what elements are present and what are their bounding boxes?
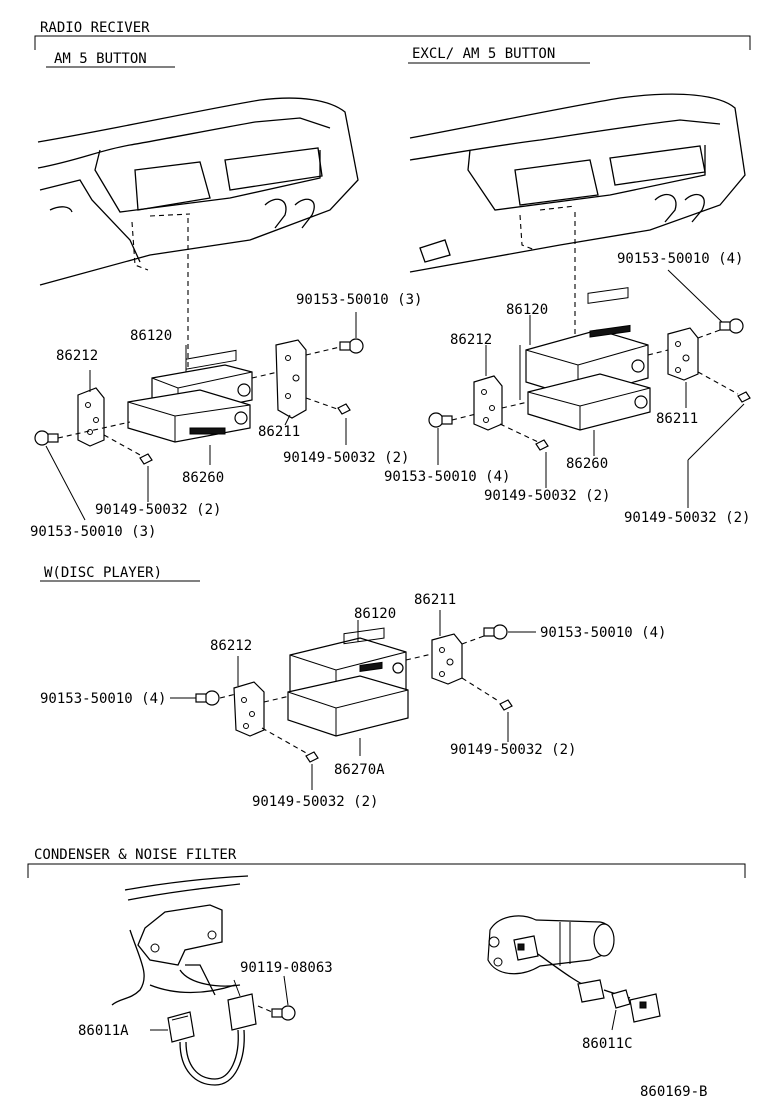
- label-86212-right: 86212: [450, 332, 492, 348]
- drawing-number: 860169-B: [640, 1084, 707, 1100]
- section-title-am5: AM 5 BUTTON: [54, 51, 147, 67]
- label-90153-50010-3-top: 90153-50010 (3): [296, 292, 422, 308]
- label-86260-right: 86260: [566, 456, 608, 472]
- label-86260-left: 86260: [182, 470, 224, 486]
- label-90153-50010-4-disc-left: 90153-50010 (4): [40, 691, 166, 707]
- label-90119-08063: 90119-08063: [240, 960, 333, 976]
- disc-player-assembly: [170, 610, 536, 790]
- radio-assembly-right: [428, 212, 751, 508]
- label-90153-50010-4-right-top: 90153-50010 (4): [617, 251, 743, 267]
- label-86212-disc: 86212: [210, 638, 252, 654]
- dashboard-left: [37, 97, 359, 286]
- label-86211-right: 86211: [656, 411, 698, 427]
- radio-assembly-left: [34, 218, 364, 521]
- section-title-disc-player: W(DISC PLAYER): [44, 565, 162, 581]
- label-90149-50032-2-right-a: 90149-50032 (2): [484, 488, 610, 504]
- label-90153-50010-4-disc-right: 90153-50010 (4): [540, 625, 666, 641]
- section-bracket-condenser: [27, 863, 746, 878]
- section-title-condenser: CONDENSER & NOISE FILTER: [34, 847, 237, 863]
- label-86211-disc: 86211: [414, 592, 456, 608]
- label-86011A: 86011A: [78, 1023, 129, 1039]
- label-90149-50032-2-right-b: 90149-50032 (2): [624, 510, 750, 526]
- wiper-motor-right: [487, 915, 661, 1031]
- label-90149-50032-2-left-a: 90149-50032 (2): [283, 450, 409, 466]
- label-86120-left: 86120: [130, 328, 172, 344]
- label-86120-disc: 86120: [354, 606, 396, 622]
- label-86211-left: 86211: [258, 424, 300, 440]
- condenser-left: [111, 875, 296, 1086]
- label-86011C: 86011C: [582, 1036, 633, 1052]
- section-title-excl-am5: EXCL/ AM 5 BUTTON: [412, 46, 555, 62]
- label-86120-right: 86120: [506, 302, 548, 318]
- section-title-radio-receiver: RADIO RECIVER: [40, 20, 150, 36]
- label-86270A: 86270A: [334, 762, 385, 778]
- label-90149-50032-2-left-b: 90149-50032 (2): [95, 502, 221, 518]
- label-90149-50032-2-disc-right: 90149-50032 (2): [450, 742, 576, 758]
- label-90153-50010-4-right-bottom: 90153-50010 (4): [384, 469, 510, 485]
- dashboard-right: [409, 93, 746, 273]
- label-86212-left: 86212: [56, 348, 98, 364]
- label-90149-50032-2-disc-bottom: 90149-50032 (2): [252, 794, 378, 810]
- section-bracket-top: [34, 35, 751, 50]
- label-90153-50010-3-bottom: 90153-50010 (3): [30, 524, 156, 540]
